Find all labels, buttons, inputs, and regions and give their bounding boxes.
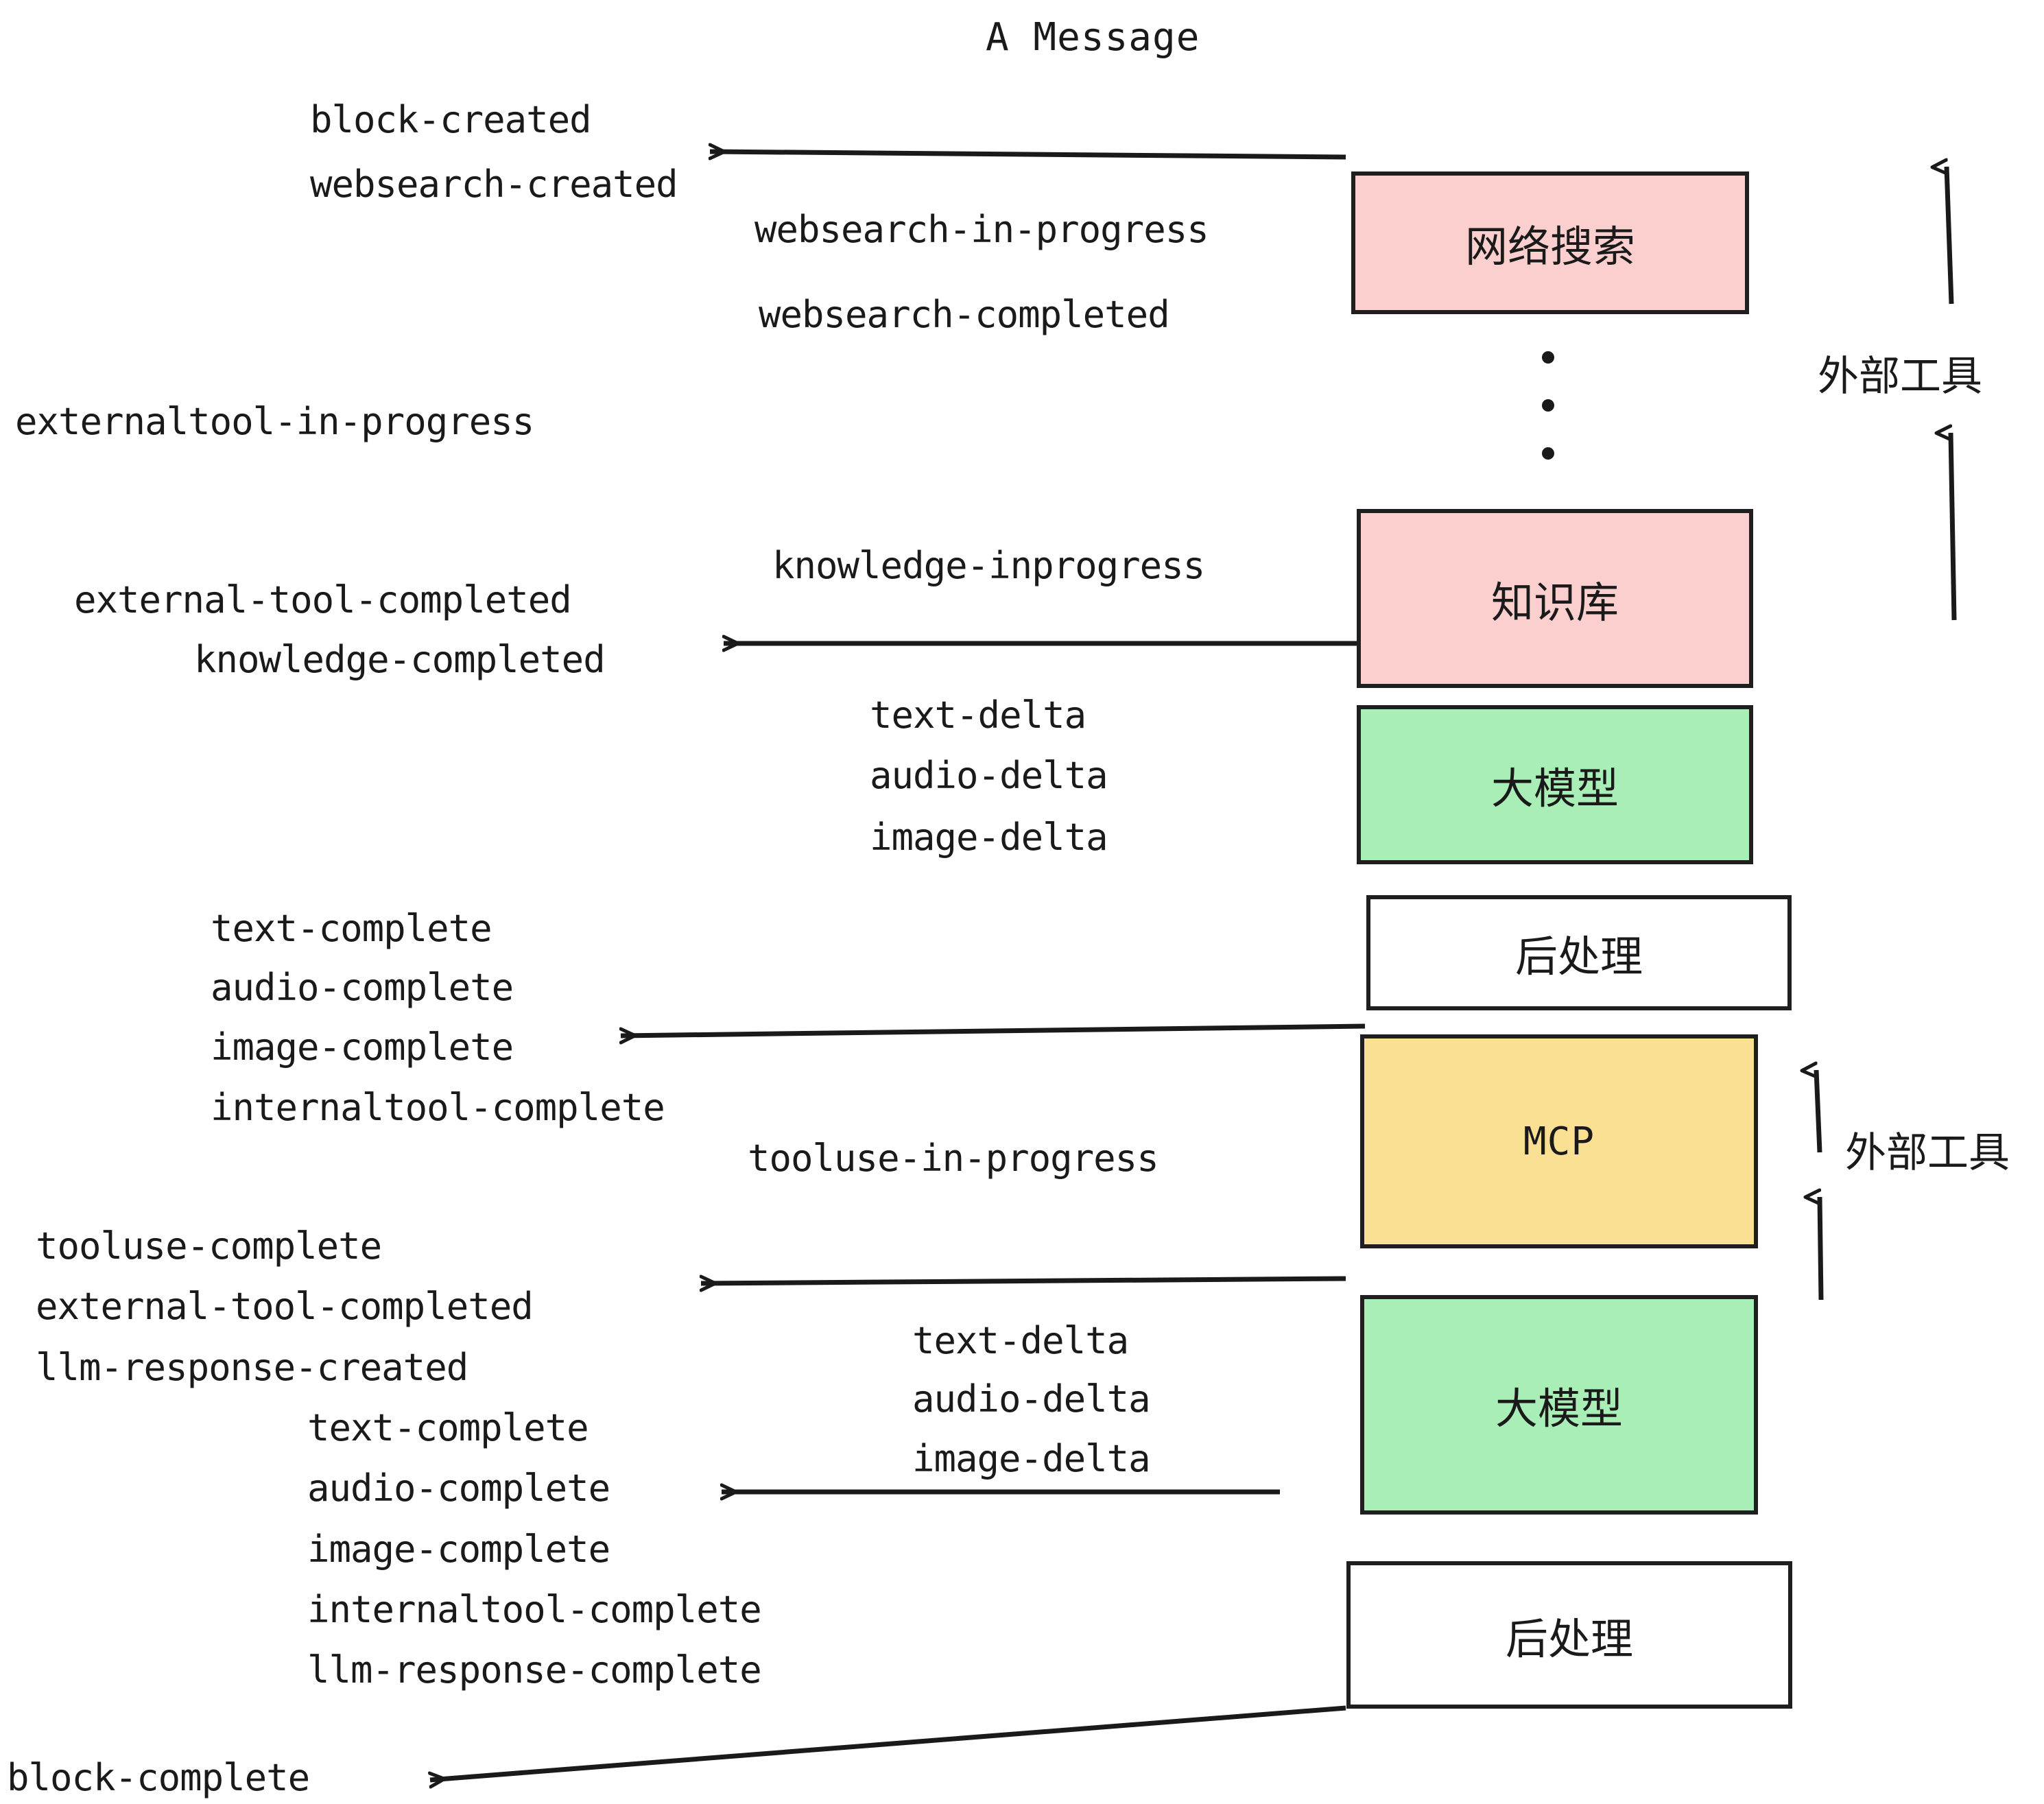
arrow-external-tool-down-1 — [1951, 433, 1957, 621]
node-mcp-label: MCP — [1523, 1119, 1595, 1164]
arrow-external-tool-up-1 — [1947, 167, 1954, 305]
node-llm-2[interactable]: 大模型 — [1360, 1295, 1758, 1515]
group-label-external-tool-upper: 外部工具 — [1818, 353, 1982, 401]
event-image-delta-2: image-delta — [912, 1437, 1151, 1480]
event-block-created: block-created — [310, 98, 592, 141]
arrow-external-tool-down-2 — [1820, 1197, 1824, 1301]
event-text-delta-2: text-delta — [912, 1319, 1129, 1362]
event-audio-complete-2: audio-complete — [307, 1467, 610, 1510]
event-audio-delta-1: audio-delta — [870, 754, 1108, 797]
ellipsis-dot-1 — [1542, 351, 1554, 364]
node-websearch[interactable]: 网络搜索 — [1351, 171, 1749, 314]
event-tooluse-complete: tooluse-complete — [36, 1224, 382, 1268]
event-external-tool-completed-1: external-tool-completed — [74, 578, 572, 621]
event-text-complete-1: text-complete — [211, 907, 492, 950]
arrow-external-tool-up-2 — [1816, 1070, 1822, 1153]
arrow-mcp-to-tooluse-complete — [701, 1279, 1346, 1283]
page-title: A Message — [986, 15, 1200, 60]
event-image-delta-1: image-delta — [870, 816, 1108, 859]
event-internaltool-complete-1: internaltool-complete — [211, 1086, 665, 1129]
event-block-complete: block-complete — [7, 1756, 310, 1799]
ellipsis-dot-3 — [1542, 447, 1554, 460]
event-image-complete-2: image-complete — [307, 1528, 610, 1571]
event-audio-delta-2: audio-delta — [912, 1377, 1151, 1421]
node-postprocess-1[interactable]: 后处理 — [1366, 895, 1792, 1010]
node-postprocess-2-label: 后处理 — [1505, 1613, 1633, 1664]
event-image-complete-1: image-complete — [211, 1025, 514, 1069]
arrow-postprocess-to-image-complete — [621, 1023, 1366, 1036]
event-websearch-completed: websearch-completed — [759, 293, 1170, 336]
event-llm-response-complete: llm-response-complete — [307, 1648, 762, 1692]
event-external-tool-completed-2: external-tool-completed — [36, 1285, 534, 1328]
node-mcp[interactable]: MCP — [1360, 1034, 1758, 1248]
event-audio-complete-1: audio-complete — [211, 966, 514, 1009]
event-tooluse-in-progress: tooluse-in-progress — [748, 1137, 1159, 1180]
event-knowledge-inprogress: knowledge-inprogress — [772, 544, 1205, 587]
node-postprocess-1-label: 后处理 — [1514, 931, 1643, 982]
arrow-postprocess-to-block-complete — [430, 1705, 1346, 1780]
event-websearch-created: websearch-created — [310, 163, 678, 206]
event-llm-response-created: llm-response-created — [36, 1346, 468, 1389]
event-text-delta-1: text-delta — [870, 693, 1086, 737]
node-llm-2-label: 大模型 — [1495, 1384, 1623, 1434]
event-text-complete-2: text-complete — [307, 1406, 589, 1449]
event-knowledge-completed: knowledge-completed — [194, 638, 606, 681]
node-llm-1-label: 大模型 — [1490, 763, 1619, 814]
node-knowledge[interactable]: 知识库 — [1357, 509, 1753, 688]
arrow-websearch-to-created — [710, 152, 1346, 157]
event-websearch-in-progress: websearch-in-progress — [754, 208, 1209, 251]
node-llm-1[interactable]: 大模型 — [1357, 705, 1753, 864]
node-knowledge-label: 知识库 — [1490, 577, 1619, 628]
ellipsis-dot-2 — [1542, 399, 1554, 412]
node-postprocess-2[interactable]: 后处理 — [1346, 1561, 1792, 1709]
event-externaltool-in-progress: externaltool-in-progress — [15, 400, 534, 443]
group-label-external-tool-lower: 外部工具 — [1845, 1129, 2010, 1177]
event-internaltool-complete-2: internaltool-complete — [307, 1588, 762, 1631]
node-websearch-label: 网络搜索 — [1464, 222, 1635, 272]
